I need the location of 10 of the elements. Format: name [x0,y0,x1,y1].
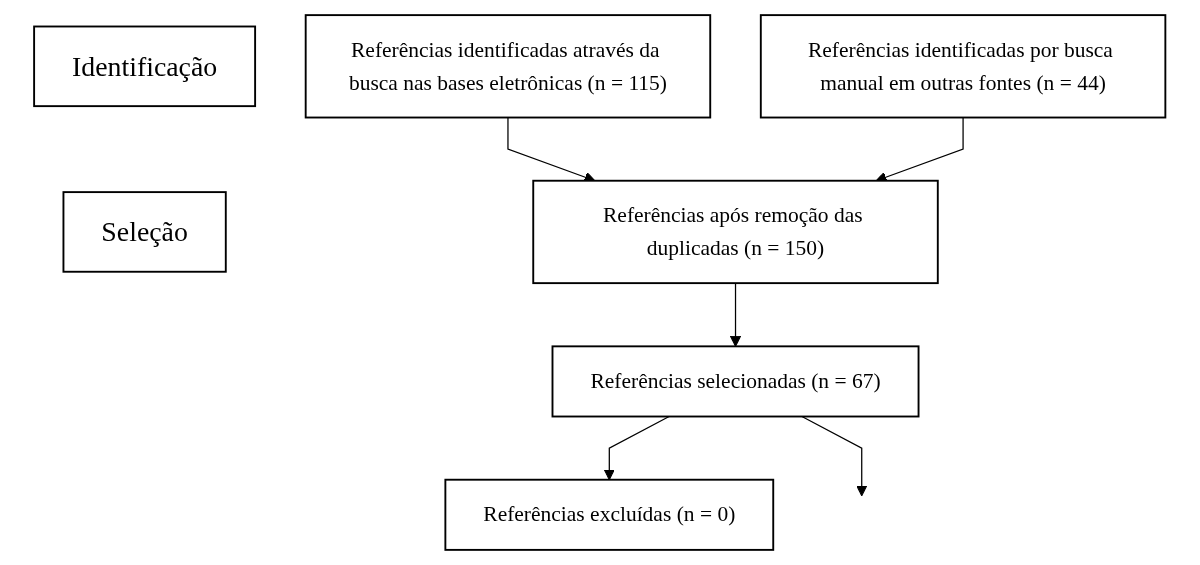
arrow [730,282,742,347]
node-box: Referências após remoção das duplicadas (n = 150) [532,179,939,285]
node-box: Identificação [33,25,257,108]
node-box: Referências excluídas (n = 0) [444,478,775,551]
arrow [801,415,868,497]
arrow [604,415,670,481]
node-box: Referências selecionadas (n = 67) [551,345,920,418]
node-box: Referências identificadas por busca manual em outras fontes (n = 44) [760,14,1167,119]
node-box: Seleção [62,191,227,273]
node-box: Referências identificadas através da busca nas bases eletrônicas (n = 115) [305,14,712,119]
